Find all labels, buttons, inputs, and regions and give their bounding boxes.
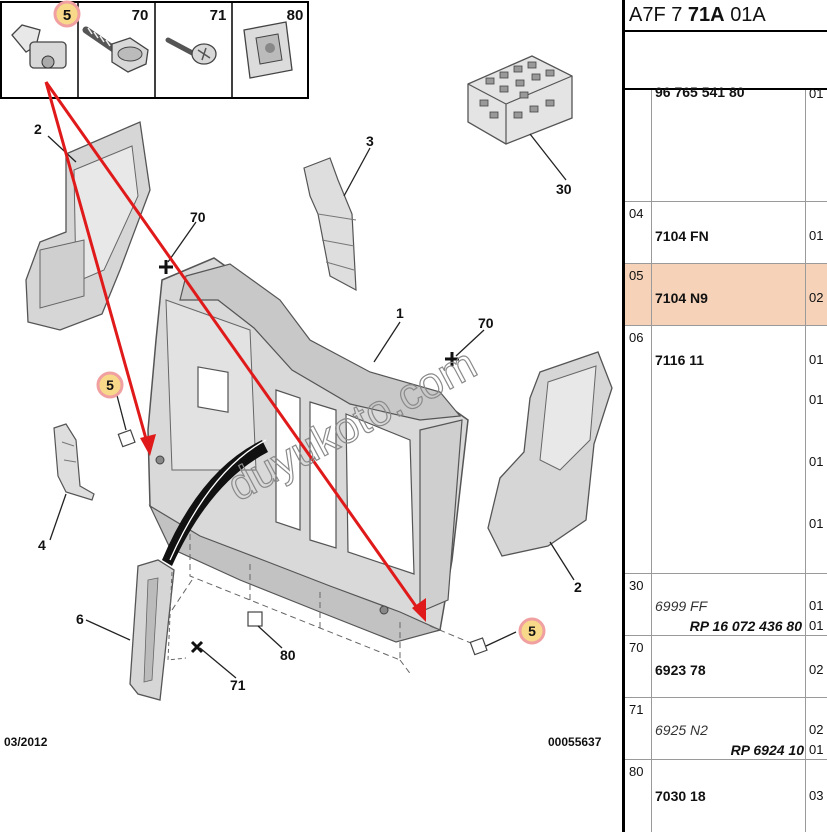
parts-diagram: 5 70 71 bbox=[0, 0, 613, 749]
table-row[interactable]: 06 7116 11 01 01 01 01 bbox=[625, 326, 827, 574]
table-row[interactable]: 80 7030 18 03 bbox=[625, 760, 827, 832]
part-4-bracket[interactable] bbox=[53, 423, 95, 501]
quantity: 01 bbox=[809, 454, 824, 469]
plug-markers bbox=[117, 429, 488, 656]
table-row[interactable]: 30 6999 FF RP 16 072 436 80 01 01 bbox=[625, 574, 827, 636]
part-reference: 6999 FF bbox=[655, 598, 708, 614]
part-reference: 7030 18 bbox=[655, 788, 706, 804]
quantity: 01 bbox=[809, 392, 824, 407]
part-reference: 7104 FN bbox=[655, 228, 709, 244]
table-row-highlighted[interactable]: 05 7104 N9 02 bbox=[625, 264, 827, 326]
callout-70-right: 70 bbox=[478, 315, 494, 331]
quantity: 01 bbox=[809, 352, 824, 367]
bolt-icon bbox=[82, 26, 149, 73]
quantity: 01 bbox=[809, 86, 824, 101]
part-1-front-panel[interactable] bbox=[147, 257, 469, 643]
clip-icon bbox=[243, 21, 293, 79]
quantity: 02 bbox=[809, 290, 824, 305]
table-row[interactable]: 71 6925 N2 RP 6924 10 02 01 bbox=[625, 698, 827, 760]
part-3-bracket[interactable] bbox=[303, 157, 357, 292]
quantity: 01 bbox=[809, 516, 824, 531]
reference-title: A7F 7 71A 01A bbox=[629, 4, 766, 27]
item-number: 05 bbox=[629, 268, 644, 283]
table-row[interactable]: 04 7104 FN 01 bbox=[625, 202, 827, 264]
fixing-71-cell[interactable]: 71 bbox=[165, 7, 227, 65]
drawing-date: 03/2012 bbox=[4, 735, 48, 749]
reference-bold: 71A bbox=[687, 4, 725, 26]
plug-icon bbox=[11, 24, 67, 69]
callout-5-right: 5 bbox=[528, 623, 536, 639]
screw-icon bbox=[165, 37, 217, 65]
item-number: 71 bbox=[629, 702, 644, 717]
highlight-circle bbox=[53, 0, 81, 28]
callout-1: 1 bbox=[396, 305, 404, 321]
callout-5-left: 5 bbox=[106, 377, 114, 393]
replacement-reference: RP 6924 10 bbox=[730, 742, 804, 758]
item-number: 06 bbox=[629, 330, 644, 345]
item-number: 30 bbox=[629, 578, 644, 593]
highlight-circle bbox=[96, 371, 124, 399]
parts-table-panel: A7F 7 71A 01A 96 765 541 80 01 04 7104 F… bbox=[622, 0, 827, 832]
callout-3: 3 bbox=[366, 133, 374, 149]
callout-6: 6 bbox=[76, 611, 84, 627]
part-2-left-deflector[interactable] bbox=[25, 121, 151, 331]
quantity: 03 bbox=[809, 788, 824, 803]
fixing-80-label: 80 bbox=[287, 7, 304, 24]
fixing-70-label: 70 bbox=[132, 7, 149, 24]
part-reference: 7104 N9 bbox=[655, 290, 708, 306]
table-row[interactable]: 96 765 541 80 01 bbox=[625, 84, 827, 202]
part-reference: 6925 N2 bbox=[655, 722, 708, 738]
callout-2-left: 2 bbox=[34, 121, 42, 137]
quantity: 02 bbox=[809, 722, 824, 737]
quantity: 01 bbox=[809, 228, 824, 243]
callout-labels: 1 2 2 3 4 5 5 6 30 70 70 71 80 bbox=[34, 121, 582, 693]
fixing-80-cell[interactable]: 80 bbox=[243, 7, 304, 79]
part-reference: 6923 78 bbox=[655, 662, 706, 678]
part-2-right-deflector[interactable] bbox=[487, 351, 613, 557]
reference-suffix: 01A bbox=[730, 4, 766, 26]
table-row[interactable]: 70 6923 78 02 bbox=[625, 636, 827, 698]
replacement-reference: RP 16 072 436 80 bbox=[689, 618, 802, 634]
table-header-box bbox=[625, 30, 827, 90]
quantity: 01 bbox=[809, 742, 824, 757]
fixing-71-label: 71 bbox=[210, 7, 227, 24]
part-30-connector-block[interactable] bbox=[467, 55, 573, 145]
part-reference: 96 765 541 80 bbox=[655, 84, 745, 100]
part-reference: 7116 11 bbox=[655, 352, 705, 368]
leader-lines bbox=[47, 133, 575, 679]
quantity: 01 bbox=[809, 598, 824, 613]
quantity: 02 bbox=[809, 662, 824, 677]
item-number: 80 bbox=[629, 764, 644, 779]
bolt-markers bbox=[159, 260, 459, 654]
callout-2-right: 2 bbox=[574, 579, 582, 595]
drawing-number: 00055637 bbox=[548, 735, 602, 749]
item-number: 70 bbox=[629, 640, 644, 655]
reference-prefix: A7F 7 bbox=[629, 4, 683, 26]
callout-70-left: 70 bbox=[190, 209, 206, 225]
callout-80: 80 bbox=[280, 647, 296, 663]
quantity: 01 bbox=[809, 618, 824, 633]
fixings-strip: 5 70 71 bbox=[0, 0, 309, 99]
callout-4: 4 bbox=[38, 537, 46, 553]
fixing-5-label: 5 bbox=[63, 7, 71, 24]
callout-30: 30 bbox=[556, 181, 572, 197]
red-arrows bbox=[44, 81, 426, 622]
highlight-circle bbox=[518, 617, 546, 645]
callout-71: 71 bbox=[230, 677, 246, 693]
fixing-5-cell[interactable]: 5 bbox=[11, 0, 81, 69]
part-6-vertical-bar[interactable] bbox=[129, 559, 187, 701]
item-number: 04 bbox=[629, 206, 644, 221]
fixing-70-cell[interactable]: 70 bbox=[82, 7, 149, 73]
